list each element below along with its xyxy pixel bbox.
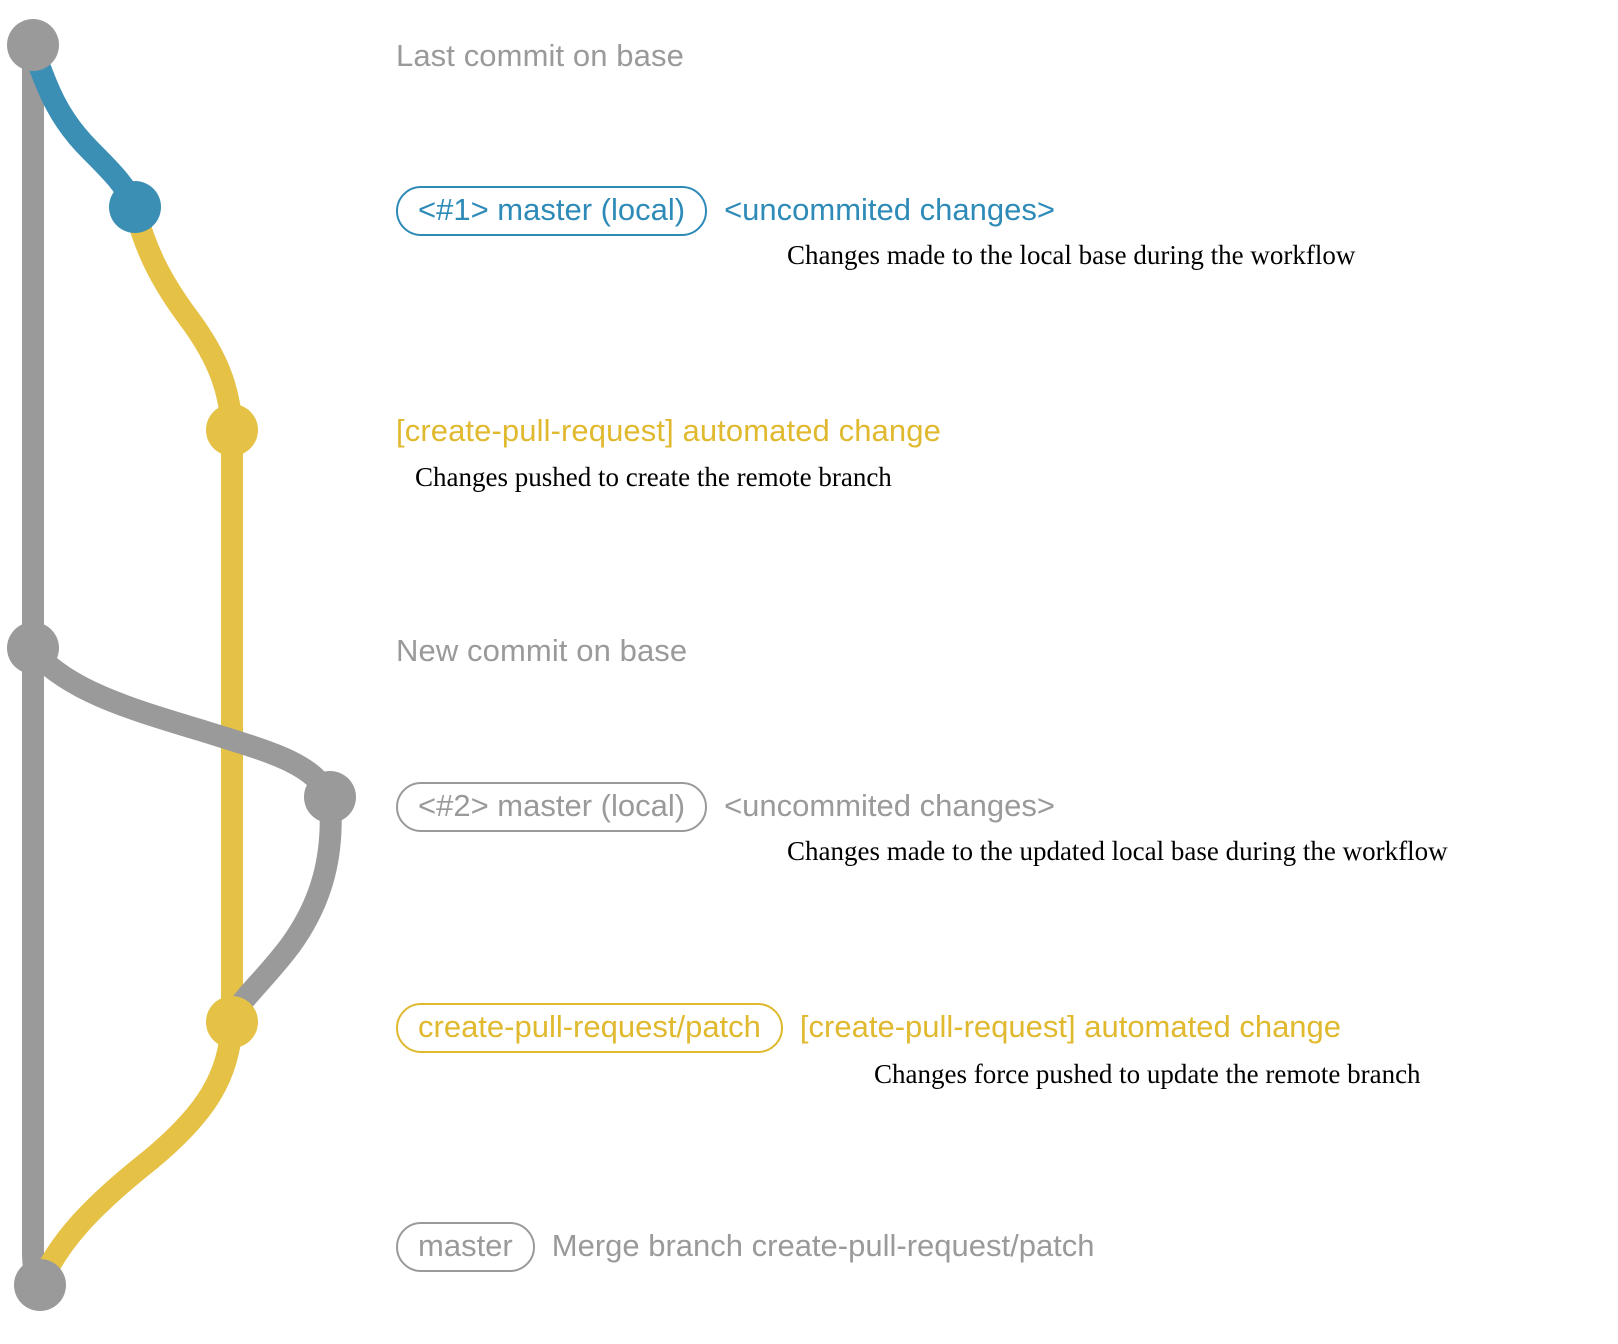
row-master-local-1: <#1> master (local) <uncommited changes> (396, 186, 1055, 236)
row-last-commit-on-base: Last commit on base (396, 38, 684, 74)
commit-title-merge-commit: Merge branch create-pull-request/patch (551, 1228, 1095, 1263)
commit-title-last-commit-on-base: Last commit on base (396, 38, 684, 73)
row-master-local-2: <#2> master (local) <uncommited changes> (396, 782, 1055, 832)
commit-title-new-commit-on-base: New commit on base (396, 633, 688, 668)
commit-node-automated-change-2[interactable] (206, 996, 258, 1048)
row-automated-change-1: [create-pull-request] automated change (396, 413, 941, 449)
commit-node-master-local-1[interactable] (109, 181, 161, 233)
commit-node-merge-commit[interactable] (14, 1259, 66, 1311)
caption-automated-change-1: Changes pushed to create the remote bran… (415, 462, 892, 492)
commit-node-new-commit-on-base[interactable] (7, 622, 59, 674)
branch-pill-master-local-2[interactable]: <#2> master (local) (396, 782, 708, 832)
commit-node-master-local-2[interactable] (304, 771, 356, 823)
row-new-commit-on-base: New commit on base (396, 633, 687, 669)
commit-title-master-local-2: <uncommited changes> (724, 788, 1055, 823)
commit-node-last-commit-on-base[interactable] (7, 19, 59, 71)
commit-title-master-local-1: <uncommited changes> (724, 192, 1055, 227)
row-merge-commit: master Merge branch create-pull-request/… (396, 1222, 1095, 1272)
git-commit-graph (7, 19, 356, 1311)
caption-master-local-1: Changes made to the local base during th… (787, 240, 1356, 270)
branch-pill-create-pull-request-patch[interactable]: create-pull-request/patch (396, 1003, 783, 1053)
caption-automated-change-2: Changes force pushed to update the remot… (874, 1059, 1421, 1089)
edge-base-to-local2 (22, 640, 341, 808)
commit-title-automated-change-2: [create-pull-request] automated change (799, 1009, 1342, 1044)
commit-title-automated-change-1: [create-pull-request] automated change (396, 413, 941, 448)
branch-pill-master-local-1[interactable]: <#1> master (local) (396, 186, 708, 236)
branch-pill-master[interactable]: master (396, 1222, 535, 1272)
row-automated-change-2: create-pull-request/patch [create-pull-r… (396, 1003, 1341, 1053)
commit-node-automated-change-1[interactable] (206, 404, 258, 456)
edge-patch2-to-merge (29, 1014, 243, 1296)
edge-local1-to-patch1 (124, 199, 243, 441)
caption-master-local-2: Changes made to the updated local base d… (787, 836, 1448, 866)
